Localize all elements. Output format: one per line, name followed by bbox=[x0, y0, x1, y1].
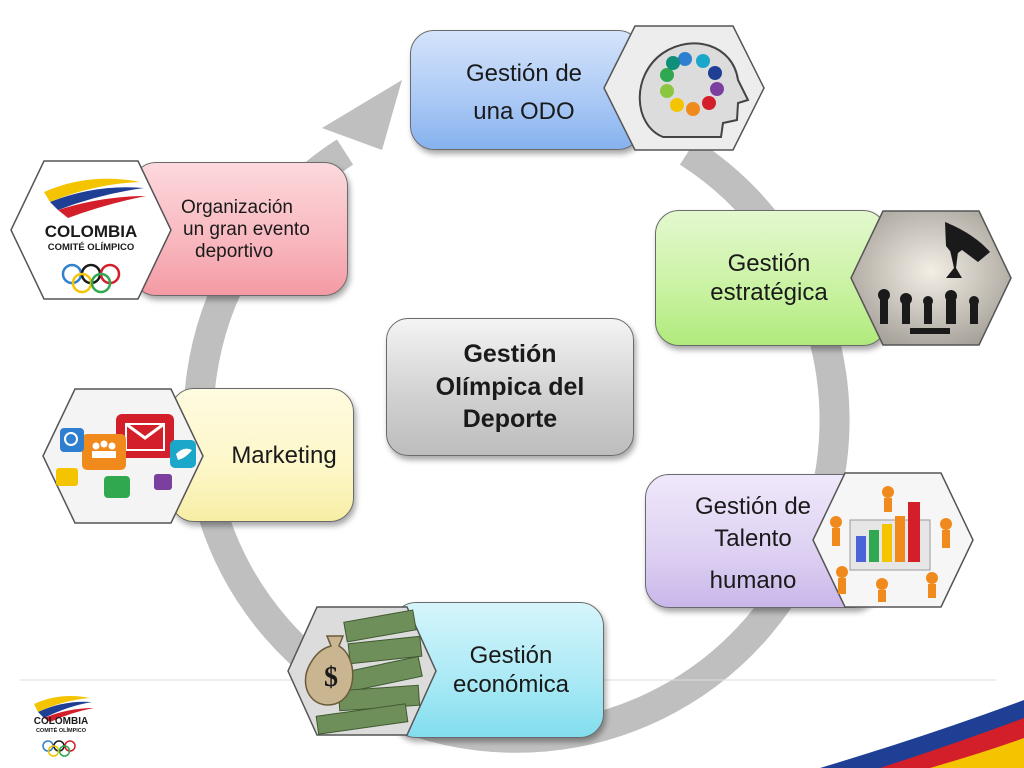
node-gestion-estrategica: Gestión estratégica bbox=[655, 210, 887, 346]
node-economica-line2: económica bbox=[452, 671, 570, 698]
node-economica-line1: Gestión bbox=[469, 642, 553, 669]
colombia-olympic-logo: COLOMBIA COMITÉ OLÍMPICO bbox=[10, 160, 172, 300]
node-talento-line3: humano bbox=[709, 567, 797, 594]
center-node-gestion-olimpica: Gestión Olímpica del Deporte bbox=[386, 318, 634, 456]
footer-logo-brand: COLOMBIA bbox=[33, 716, 89, 727]
node-evento-line3: deportivo bbox=[195, 241, 274, 262]
team-chart-icon bbox=[812, 472, 974, 608]
footer-colombia-logo: COLOMBIA COMITÉ OLÍMPICO bbox=[26, 690, 96, 760]
node-talento-line2: Talento bbox=[714, 525, 792, 552]
node-evento-line2: un gran evento bbox=[183, 219, 310, 240]
footer-logo-committee: COMITÉ OLÍMPICO bbox=[35, 728, 87, 734]
node-marketing-line1: Marketing bbox=[231, 442, 337, 469]
center-line1: Gestión bbox=[463, 340, 557, 369]
social-media-icon bbox=[42, 388, 204, 524]
center-line2: Olímpica del bbox=[435, 372, 585, 401]
node-talento-line1: Gestión de bbox=[694, 493, 812, 520]
money-bag-icon: $ bbox=[287, 606, 437, 736]
center-line3: Deporte bbox=[462, 405, 558, 434]
svg-text:$: $ bbox=[324, 662, 338, 693]
node-gestion-odo: Gestión de una ODO bbox=[410, 30, 642, 150]
lightbulb-head-icon bbox=[603, 25, 765, 151]
node-evento-line1: Organización bbox=[181, 197, 293, 218]
node-estrategica-line2: estratégica bbox=[710, 279, 828, 306]
logo-brand-text: COLOMBIA bbox=[44, 222, 138, 241]
logo-committee-text: COMITÉ OLÍMPICO bbox=[47, 242, 135, 253]
node-odo-line2: una ODO bbox=[473, 98, 575, 125]
node-estrategica-line1: Gestión bbox=[727, 250, 811, 277]
node-odo-line1: Gestión de bbox=[465, 60, 583, 87]
chess-hand-icon bbox=[850, 210, 1012, 346]
